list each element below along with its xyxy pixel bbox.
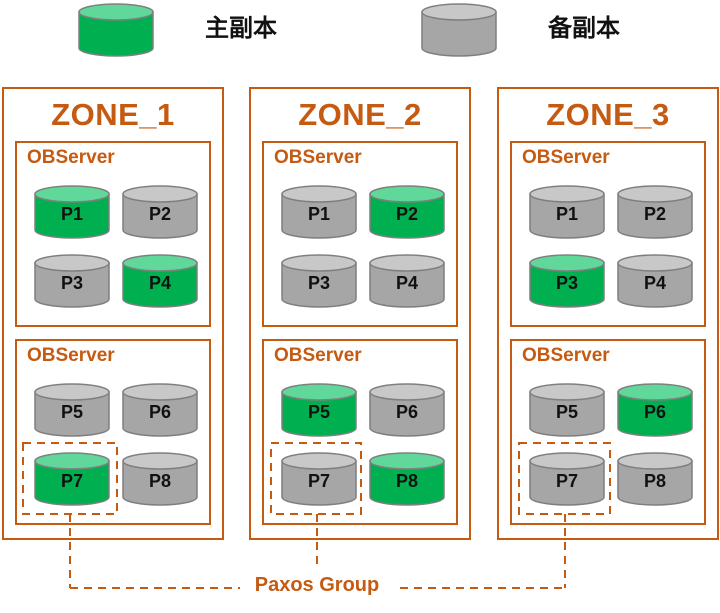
observer-label: OBServer xyxy=(27,147,115,168)
partition-p7-backup: P7 xyxy=(529,452,605,511)
partition-label: P2 xyxy=(395,204,419,224)
partition-p6-backup: P6 xyxy=(122,383,198,442)
zone-title: ZONE_1 xyxy=(51,97,175,132)
partition-p2-backup: P2 xyxy=(122,185,198,244)
partition-label: P1 xyxy=(555,204,579,224)
observer-label: OBServer xyxy=(274,147,362,168)
paxos-group-label: Paxos Group xyxy=(254,574,380,596)
partition-label: P6 xyxy=(643,402,667,422)
partition-label: P2 xyxy=(643,204,667,224)
zone-3: ZONE_3 xyxy=(497,87,719,540)
partition-p7-primary: P7 xyxy=(34,452,110,511)
observer-label: OBServer xyxy=(274,345,362,366)
zone-title: ZONE_2 xyxy=(298,97,422,132)
partition-label: P7 xyxy=(555,471,579,491)
observer-label: OBServer xyxy=(522,147,610,168)
legend-primary-label: 主副本 xyxy=(205,14,277,42)
partition-label: P8 xyxy=(643,471,667,491)
legend-primary-icon xyxy=(78,3,154,62)
partition-p3-backup: P3 xyxy=(281,254,357,313)
zone-title: ZONE_3 xyxy=(546,97,670,132)
partition-p6-backup: P6 xyxy=(369,383,445,442)
partition-p8-backup: P8 xyxy=(122,452,198,511)
partition-p2-backup: P2 xyxy=(617,185,693,244)
observer-label: OBServer xyxy=(27,345,115,366)
partition-label: P5 xyxy=(307,402,331,422)
partition-label: P7 xyxy=(307,471,331,491)
partition-p4-primary: P4 xyxy=(122,254,198,313)
partition-label: P8 xyxy=(148,471,172,491)
partition-p7-backup: P7 xyxy=(281,452,357,511)
partition-p1-backup: P1 xyxy=(281,185,357,244)
partition-label: P1 xyxy=(307,204,331,224)
observer-label: OBServer xyxy=(522,345,610,366)
partition-p5-primary: P5 xyxy=(281,383,357,442)
partition-label: P4 xyxy=(395,273,419,293)
partition-p8-primary: P8 xyxy=(369,452,445,511)
partition-label: P6 xyxy=(395,402,419,422)
partition-p8-backup: P8 xyxy=(617,452,693,511)
partition-label: P1 xyxy=(60,204,84,224)
zone-2: ZONE_2 xyxy=(249,87,471,540)
partition-label: P3 xyxy=(60,273,84,293)
partition-p3-backup: P3 xyxy=(34,254,110,313)
partition-label: P3 xyxy=(307,273,331,293)
partition-p3-primary: P3 xyxy=(529,254,605,313)
partition-p5-backup: P5 xyxy=(34,383,110,442)
partition-label: P6 xyxy=(148,402,172,422)
partition-p1-backup: P1 xyxy=(529,185,605,244)
partition-p2-primary: P2 xyxy=(369,185,445,244)
partition-label: P4 xyxy=(643,273,667,293)
partition-p6-primary: P6 xyxy=(617,383,693,442)
partition-label: P7 xyxy=(60,471,84,491)
legend-backup-label: 备副本 xyxy=(548,14,620,42)
partition-label: P5 xyxy=(60,402,84,422)
legend-backup-icon xyxy=(421,3,497,62)
partition-label: P8 xyxy=(395,471,419,491)
partition-label: P5 xyxy=(555,402,579,422)
partition-p4-backup: P4 xyxy=(369,254,445,313)
partition-p1-primary: P1 xyxy=(34,185,110,244)
partition-p5-backup: P5 xyxy=(529,383,605,442)
zone-1: ZONE_1 xyxy=(2,87,224,540)
partition-label: P4 xyxy=(148,273,172,293)
partition-label: P3 xyxy=(555,273,579,293)
partition-p4-backup: P4 xyxy=(617,254,693,313)
partition-label: P2 xyxy=(148,204,172,224)
